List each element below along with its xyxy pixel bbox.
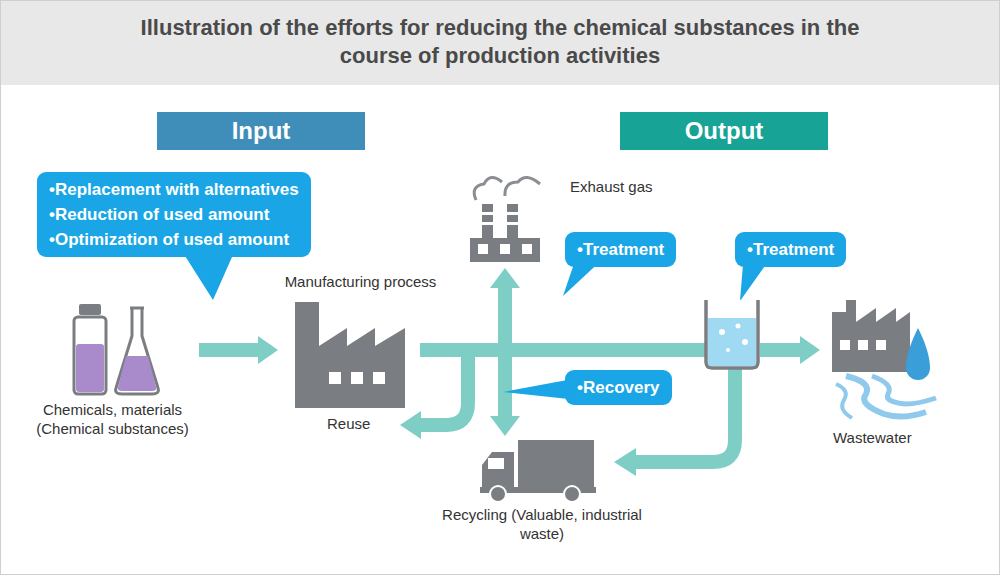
- reuse-label: Reuse: [327, 414, 370, 433]
- callout-tails: [180, 248, 772, 400]
- callout-bubble: •Recovery: [565, 370, 672, 405]
- callout-bubble: •Replacement with alternatives•Reduction…: [37, 172, 311, 257]
- wastewater-factory-icon: [832, 300, 936, 418]
- recycling-truck-icon: [480, 440, 596, 502]
- factory-icon: [295, 302, 407, 410]
- beaker-icon: [706, 300, 758, 368]
- node-caption: Manufacturing process: [278, 272, 443, 291]
- chemicals-node: Chemicals, materials (Chemical substance…: [25, 300, 200, 450]
- node-text: •Treatment: [747, 237, 834, 262]
- wastewater-label: Wastewater: [833, 428, 912, 447]
- input-tab: Input: [157, 112, 365, 150]
- flow-arrows: [400, 268, 820, 476]
- node-text: •Recovery: [577, 375, 660, 400]
- factory-node: Manufacturing process: [278, 272, 443, 412]
- node-text: •Reduction of used amount: [49, 202, 299, 227]
- node-text: •Optimization of used amount: [49, 227, 299, 252]
- exhaust-label: Exhaust gas: [570, 177, 653, 196]
- recycling-label: Recycling (Valuable, industrial waste): [432, 505, 652, 543]
- node-text: •Treatment: [577, 237, 664, 262]
- callout-bubble: •Treatment: [565, 232, 676, 267]
- node-text: •Replacement with alternatives: [49, 177, 299, 202]
- exhaust-chimney-icon: [470, 177, 540, 262]
- flow-arrow: [199, 336, 278, 364]
- callout-bubble: •Treatment: [735, 232, 846, 267]
- chemical-bottles-icon: [70, 304, 165, 396]
- diagram-title: Illustration of the efforts for reducing…: [130, 14, 870, 70]
- node-text: Output: [620, 112, 828, 150]
- node-caption: Chemicals, materials (Chemical substance…: [25, 400, 200, 438]
- node-text: Input: [157, 112, 365, 150]
- output-tab: Output: [620, 112, 828, 150]
